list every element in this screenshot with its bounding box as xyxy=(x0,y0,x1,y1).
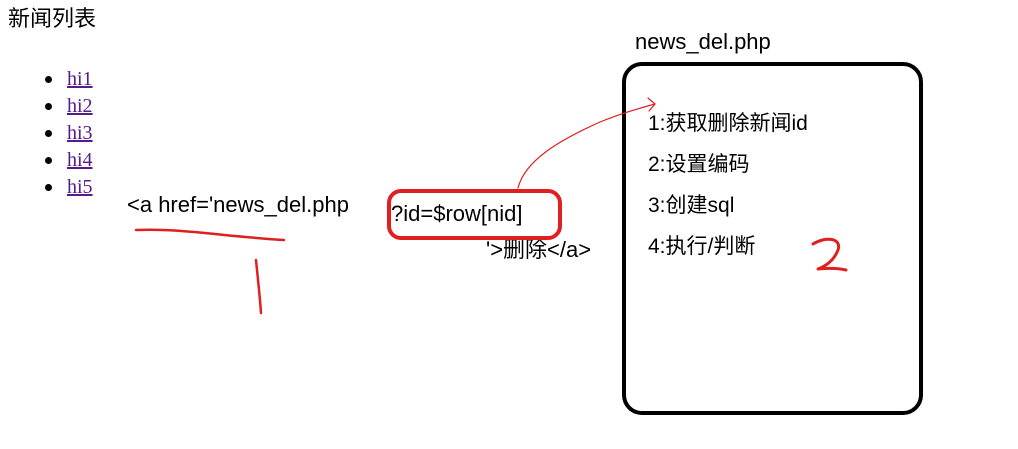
script-box-title: news_del.php xyxy=(635,29,771,54)
highlight-circle xyxy=(387,189,562,240)
code-query-param: ?id=$row[nid] xyxy=(391,201,523,226)
news-link-hi3[interactable]: hi3 xyxy=(67,122,93,144)
news-link-hi4[interactable]: hi4 xyxy=(67,149,93,171)
page-title: 新闻列表 xyxy=(8,7,97,32)
news-link-hi1[interactable]: hi1 xyxy=(67,68,93,90)
connector-arrow xyxy=(517,103,656,189)
script-box xyxy=(622,62,923,415)
news-link-hi5[interactable]: hi5 xyxy=(67,176,93,198)
arrow-head-icon xyxy=(647,97,656,112)
step-item: 1:获取删除新闻id xyxy=(648,112,808,135)
step-item: 4:执行/判断 xyxy=(648,235,756,258)
underline-stroke xyxy=(134,228,286,242)
number-one-stroke xyxy=(254,258,263,315)
news-link-hi2[interactable]: hi2 xyxy=(67,95,93,117)
number-two-stroke xyxy=(811,237,848,272)
code-link-close: '>删除</a> xyxy=(486,237,592,262)
steps-list: 1:获取删除新闻id 2:设置编码 3:创建sql 4:执行/判断 xyxy=(648,110,808,274)
code-link-open: <a href='news_del.php xyxy=(127,192,349,217)
step-item: 3:创建sql xyxy=(648,194,735,217)
step-item: 2:设置编码 xyxy=(648,153,750,176)
